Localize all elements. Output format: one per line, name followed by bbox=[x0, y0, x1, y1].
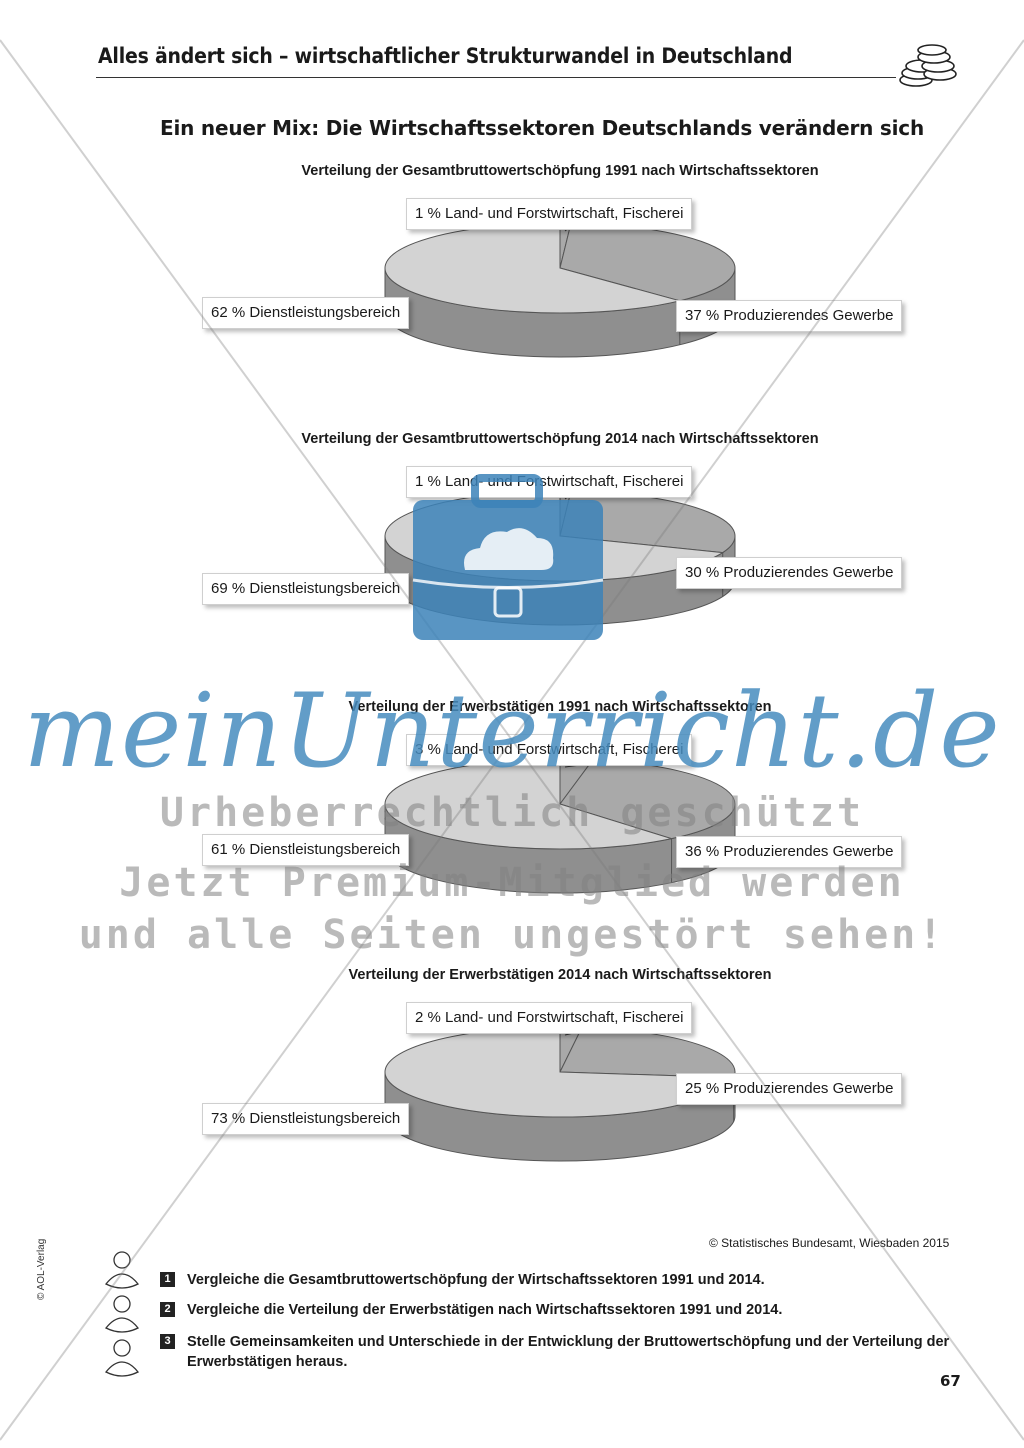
label-produzierend: 36 % Produzierendes Gewerbe bbox=[676, 836, 903, 868]
page-header-title: Alles ändert sich – wirtschaftlicher Str… bbox=[98, 44, 793, 68]
task-number: 3 bbox=[160, 1334, 175, 1349]
slice-produzierend bbox=[559, 1026, 736, 1079]
chart-wertschoepfung-1991: Verteilung der Gesamtbruttowertschöpfung… bbox=[0, 163, 1024, 431]
task-text: Stelle Gemeinsamkeiten und Unterschiede … bbox=[187, 1334, 950, 1370]
task-text: Vergleiche die Gesamtbruttowertschöpfung… bbox=[187, 1272, 765, 1288]
slice-dienstleistung bbox=[384, 222, 680, 314]
label-dienstleistung: 73 % Dienstleistungsbereich bbox=[202, 1103, 410, 1135]
difficulty-figures-icon bbox=[104, 1251, 140, 1377]
label-land-forst: 1 % Land- und Forstwirtschaft, Fischerei bbox=[406, 198, 693, 230]
pie-chart bbox=[384, 758, 736, 894]
chart-wertschoepfung-2014: Verteilung der Gesamtbruttowertschöpfung… bbox=[0, 431, 1024, 699]
label-dienstleistung: 62 % Dienstleistungsbereich bbox=[202, 297, 410, 329]
worksheet-title: Ein neuer Mix: Die Wirtschaftssektoren D… bbox=[160, 116, 924, 140]
chart-erwerbstaetige-2014: Verteilung der Erwerbstätigen 2014 nach … bbox=[0, 967, 1024, 1235]
chart-title: Verteilung der Erwerbstätigen 2014 nach … bbox=[348, 967, 772, 983]
watermark-line-2: Jetzt Premium-Mitglied werden bbox=[119, 860, 905, 906]
chart-title: Verteilung der Gesamtbruttowertschöpfung… bbox=[301, 431, 819, 447]
label-land-forst: 1 % Land- und Forstwirtschaft, Fischerei bbox=[406, 466, 693, 498]
watermark-brand: meinUnterricht.de bbox=[23, 672, 1001, 791]
chart-erwerbstaetige-1991: Verteilung der Erwerbstätigen 1991 nach … bbox=[0, 699, 1024, 967]
pie-chart bbox=[384, 222, 736, 358]
label-produzierend: 37 % Produzierendes Gewerbe bbox=[676, 300, 903, 332]
label-dienstleistung: 61 % Dienstleistungsbereich bbox=[202, 834, 410, 866]
pie-chart bbox=[384, 1026, 736, 1162]
label-land-forst: 2 % Land- und Forstwirtschaft, Fischerei bbox=[406, 1002, 693, 1034]
label-produzierend: 25 % Produzierendes Gewerbe bbox=[676, 1073, 903, 1105]
label-produzierend: 30 % Produzierendes Gewerbe bbox=[676, 557, 903, 589]
source-note: © Statistisches Bundesamt, Wiesbaden 201… bbox=[709, 1236, 950, 1250]
watermark-line-3: und alle Seiten ungestört sehen! bbox=[78, 912, 946, 958]
publisher-credit: © AOL-Verlag bbox=[36, 1238, 47, 1300]
watermark-line-1: Urheberrechtlich geschützt bbox=[159, 790, 865, 836]
page-number: 67 bbox=[940, 1372, 961, 1390]
chart-title: Verteilung der Erwerbstätigen 1991 nach … bbox=[348, 699, 772, 715]
chart-title: Verteilung der Gesamtbruttowertschöpfung… bbox=[301, 163, 819, 179]
label-dienstleistung: 69 % Dienstleistungsbereich bbox=[202, 573, 410, 605]
task-text: Vergleiche die Verteilung der Erwerbstät… bbox=[187, 1302, 783, 1318]
label-land-forst: 3 % Land- und Forstwirtschaft, Fischerei bbox=[406, 734, 693, 766]
coins-icon bbox=[899, 44, 957, 87]
header-divider bbox=[96, 77, 896, 78]
task-number: 2 bbox=[160, 1302, 175, 1317]
task-number: 1 bbox=[160, 1272, 175, 1287]
